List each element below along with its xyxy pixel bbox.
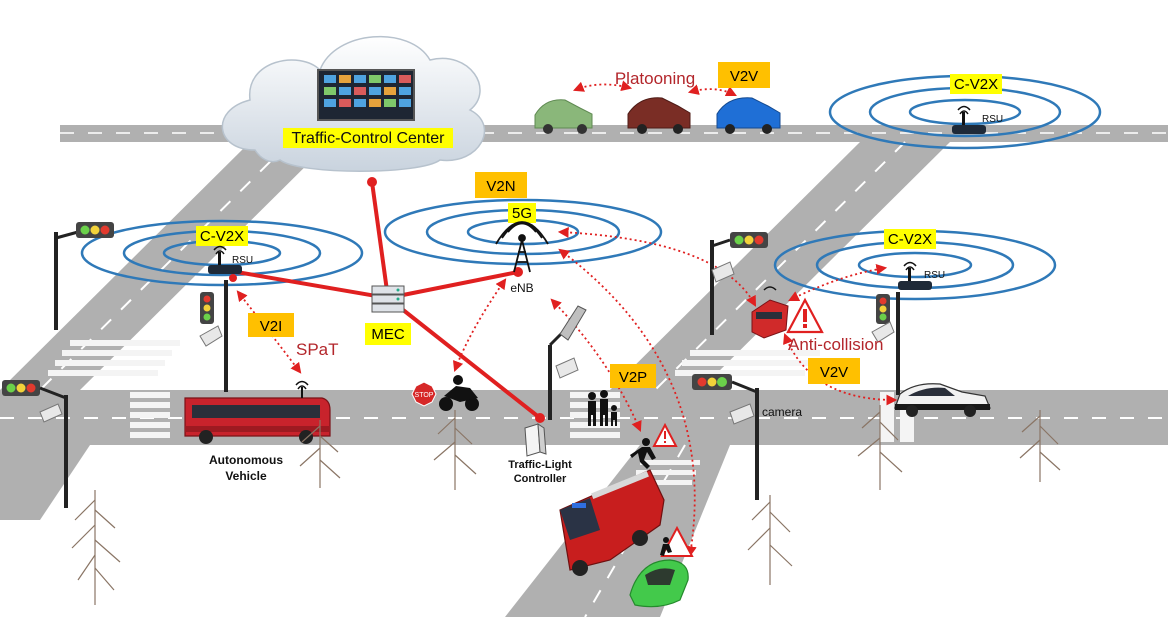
tcc-label: Traffic-Control Center [292, 130, 446, 147]
autonomous-label-2: Vehicle [225, 469, 267, 483]
autonomous-bus [184, 380, 331, 444]
tree-4 [747, 495, 793, 585]
tree-2 [299, 420, 341, 488]
v2v-top-label: V2V [730, 68, 758, 85]
police-car [894, 383, 991, 417]
rsu-left-node [229, 274, 237, 282]
v2n-bg [475, 172, 527, 198]
trees [71, 405, 1061, 605]
rsu-right-label: RSU [924, 270, 945, 281]
v2p-label: V2P [619, 369, 647, 386]
anti-collision-label: Anti-collision [788, 335, 883, 354]
tlc-label-2: Controller [514, 473, 567, 485]
traffic-light-left-main [2, 380, 68, 508]
rsu-right-icon [898, 261, 932, 290]
tcc-node [367, 177, 377, 187]
stop-label: STOP [415, 392, 434, 399]
tlc-node [535, 413, 545, 423]
control-monitor [317, 69, 415, 121]
warning-icon-center [652, 422, 678, 447]
mec-label: MEC [371, 326, 405, 343]
v2p-bg [610, 364, 656, 388]
running-pedestrian-icon [630, 438, 656, 469]
enb-label: eNB [510, 281, 533, 295]
mec-server-icon [371, 285, 405, 313]
warning-icon-right [786, 297, 824, 334]
tree-3 [433, 410, 477, 490]
v2i-bg [248, 313, 294, 337]
green-sports-car [629, 559, 689, 608]
cv2x-right-bg [884, 229, 936, 249]
tree-6 [1019, 410, 1061, 482]
wireless-links [236, 80, 898, 558]
tree-5 [857, 405, 903, 490]
platoon-car-green [534, 99, 593, 134]
tree-1 [71, 490, 121, 605]
traffic-light-rsu-right-pole [871, 292, 900, 395]
traffic-light-left-top [54, 222, 114, 330]
crossing-pedestrian-icon [660, 537, 672, 556]
rsu-top-right-label: RSU [982, 114, 1003, 125]
v2n-label: V2N [486, 178, 515, 195]
rsu-left-icon [208, 245, 242, 274]
5g-bg [508, 203, 536, 223]
camera-label: camera [762, 405, 802, 419]
traffic-light-right-top [710, 232, 768, 335]
small-bus-right [751, 286, 789, 339]
5g-label: 5G [512, 205, 532, 222]
lower-left-road [0, 445, 90, 520]
tlc-label-1: Traffic-Light [508, 459, 572, 471]
fire-truck [559, 469, 665, 576]
v2v-top-bg [718, 62, 770, 88]
v2v-right-bg [808, 358, 860, 384]
stop-sign [411, 381, 437, 407]
autonomous-label-1: Autonomous [209, 453, 283, 467]
platoon-car-maroon [627, 97, 691, 134]
cv2x-top-right-bg [950, 74, 1002, 94]
spat-label: SPaT [296, 340, 339, 359]
tcc-label-bg [283, 128, 453, 148]
pedestrians-icon [588, 390, 617, 426]
platooning-label: Platooning [615, 69, 695, 88]
enb-tower-icon [495, 221, 549, 273]
traffic-light-rsu-pole [199, 280, 228, 392]
platoon-car-blue [716, 97, 781, 134]
v2i-label: V2I [260, 318, 283, 335]
cv2x-top-right-label: C-V2X [954, 76, 998, 93]
rsu-left-label: RSU [232, 255, 253, 266]
traffic-light-right-main [692, 374, 759, 500]
traffic-light-controller [524, 423, 547, 457]
v2v-right-label: V2V [820, 364, 848, 381]
motorbike-icon [439, 375, 479, 411]
cv2x-right-label: C-V2X [888, 231, 932, 248]
center-pole [548, 305, 587, 420]
cv2x-left-bg [196, 226, 248, 246]
rsu-top-right-icon [952, 105, 986, 134]
cv2x-left-label: C-V2X [200, 228, 244, 245]
mec-bg [365, 323, 411, 345]
